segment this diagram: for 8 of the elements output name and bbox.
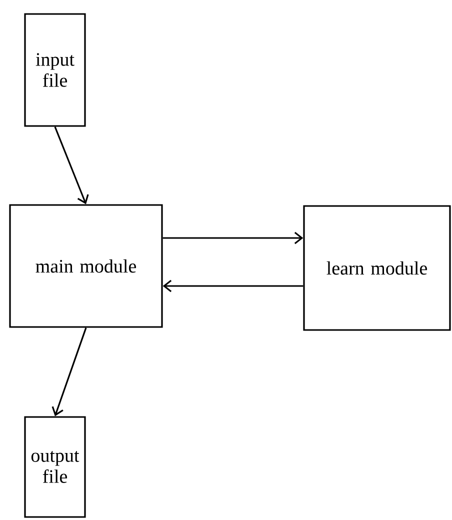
process-box: input file xyxy=(24,13,86,127)
arrow xyxy=(52,328,87,416)
process-box: main module xyxy=(9,204,163,328)
arrow xyxy=(54,126,89,204)
arrow xyxy=(162,280,304,292)
process-box: output file xyxy=(24,416,86,518)
arrow xyxy=(162,232,304,244)
process-box: learn module xyxy=(303,205,451,331)
